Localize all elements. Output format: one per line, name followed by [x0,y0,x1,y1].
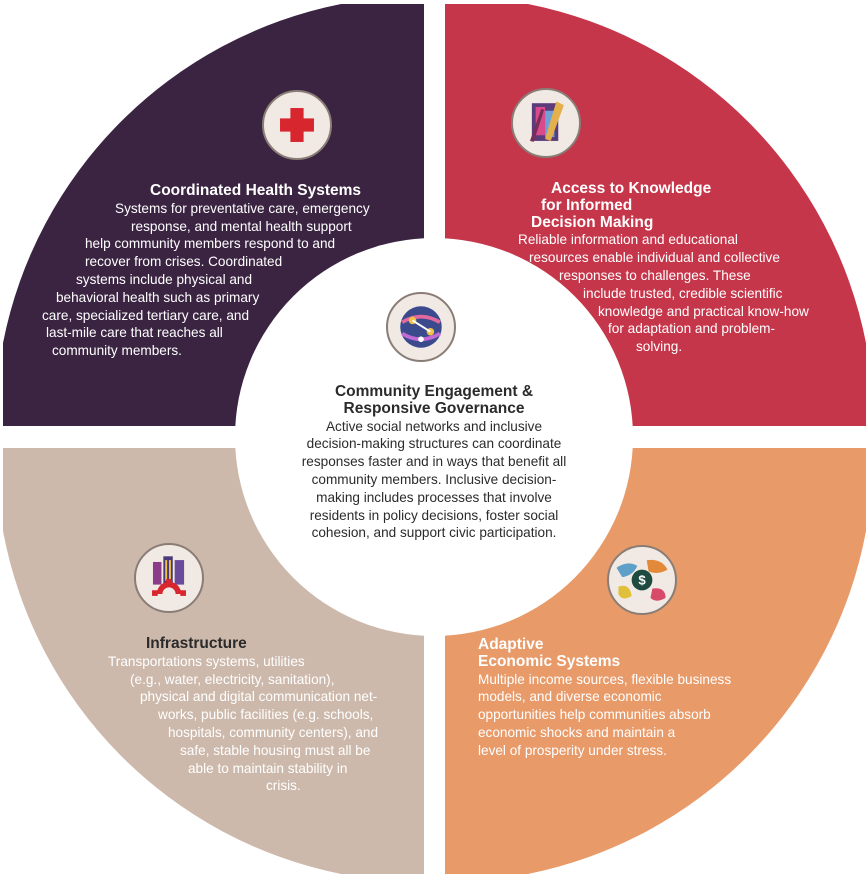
economic-body-line: economic shocks and maintain a [478,724,676,740]
health-body-line: response, and mental health support [131,218,352,234]
knowledge-body-line: include trusted, credible scientific [583,285,783,301]
infrastructure-text-block: Infrastructure Transportations systems, … [108,635,428,795]
knowledge-body-line: Reliable information and educational [518,232,738,248]
health-body-line: help community members respond to and [85,236,336,252]
economic-title: Adaptive [478,636,544,653]
knowledge-text-block: Access to Knowledge for Informed Decisio… [518,180,858,356]
center-title: Responsive Governance [343,399,525,417]
economic-body-line: opportunities help communities absorb [478,707,711,723]
knowledge-body-line: responses to challenges. These [559,267,751,283]
health-title: Coordinated Health Systems [150,182,362,199]
globe-network-icon [386,292,456,362]
knowledge-body-line: resources enable individual and collecti… [529,250,780,266]
knowledge-title: Access to Knowledge [551,180,712,197]
knowledge-title: Decision Making [531,213,654,231]
economic-body-line: models, and diverse economic [478,689,662,705]
center-body-line: responses faster and in ways that benefi… [301,454,567,470]
infrastructure-body-line: physical and digital communication net- [140,689,378,705]
health-body-line: systems include physical and [76,271,253,287]
center-body-line: community members. Inclusive decision- [311,471,557,487]
infrastructure-body-line: safe, stable housing must all be [180,742,371,758]
economic-body-line: level of prosperity under stress. [478,742,667,758]
infrastructure-body-line: hospitals, community centers), and [168,724,379,740]
health-body-line: Systems for preventative care, emergency [115,200,370,216]
infrastructure-body-line: able to maintain stability in [188,760,348,776]
economic-body-line: Multiple income sources, flexible busine… [478,671,732,687]
svg-text:$: $ [638,573,646,588]
art-supplies-icon [511,88,581,158]
red-cross-icon [262,90,332,160]
health-body-line: recover from crises. Coordinated [85,254,283,270]
knowledge-body-line: for adaptation and problem- [608,321,776,337]
infrastructure-title: Infrastructure [146,635,247,652]
knowledge-body-line: solving. [636,339,683,355]
knowledge-body-line: knowledge and practical know-how [598,303,809,319]
world-dollar-icon: $ [607,545,677,615]
center-body-line: decision-making structures can coordinat… [306,436,562,452]
center-text-block: Community Engagement & Responsive Govern… [284,383,584,542]
center-circle [235,238,633,636]
health-body-line: behavioral health such as primary [56,289,260,305]
infrastructure-body-line: (e.g., water, electricity, sanitation), [130,671,335,687]
center-body-line: Active social networks and inclusive [325,418,543,434]
health-body-line: last-mile care that reaches all [46,325,223,341]
economic-title: Economic Systems [478,652,621,670]
infrastructure-body-line: Transportations systems, utilities [108,653,305,669]
center-body-line: making includes processes that involve [316,489,552,505]
health-text-block: Coordinated Health Systems Systems for p… [42,182,402,360]
knowledge-title: for Informed [541,196,633,214]
center-body-line: residents in policy decisions, foster so… [309,507,559,523]
health-body-line: care, specialized tertiary care, and [42,307,250,323]
center-title: Community Engagement & [334,383,534,400]
economic-text-block: Adaptive Economic Systems Multiple incom… [478,636,818,760]
infrastructure-body-line: crisis. [266,778,301,794]
center-body-line: cohesion, and support civic participatio… [311,525,557,541]
infrastructure-body-line: works, public facilities (e.g. schools, [158,707,374,723]
city-gear-icon [134,543,204,613]
health-body-line: community members. [52,343,182,359]
